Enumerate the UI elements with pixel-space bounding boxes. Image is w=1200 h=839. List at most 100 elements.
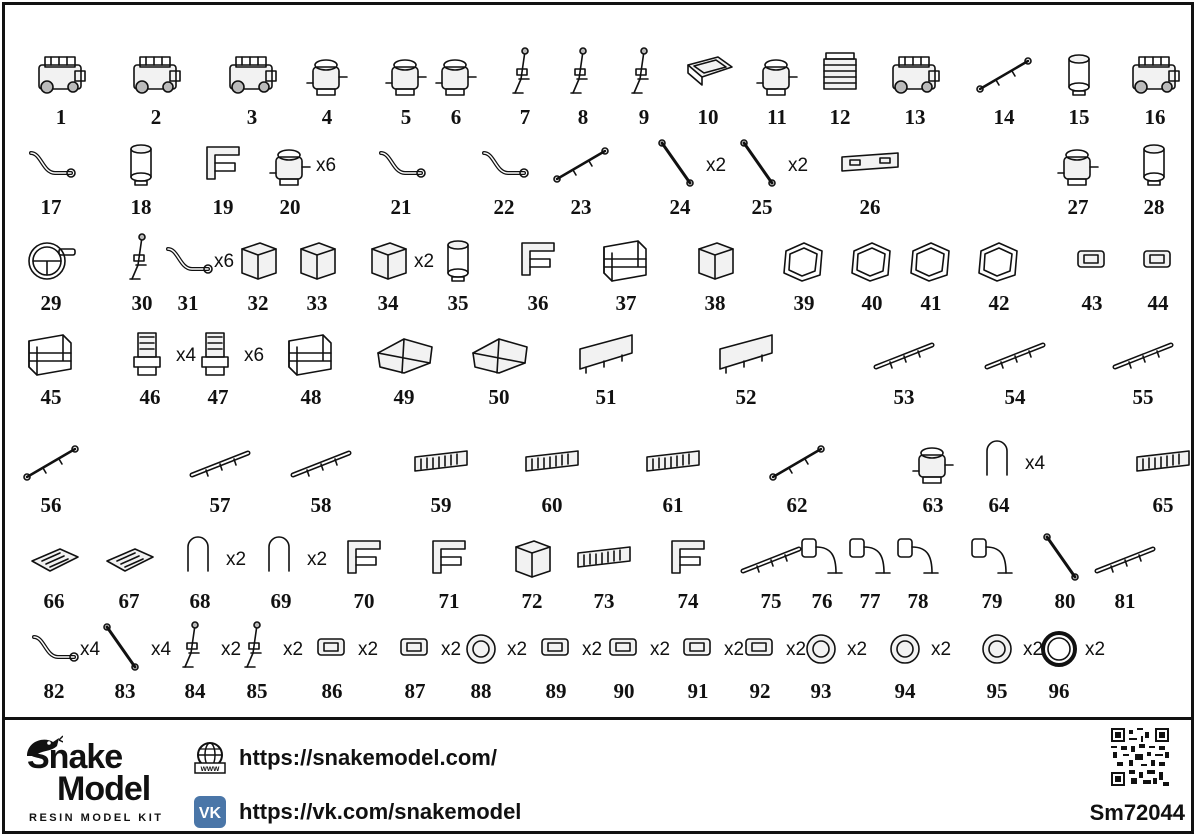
part-number: 20 xyxy=(279,195,301,219)
part-40: 40 xyxy=(842,229,902,319)
part-57: 57 xyxy=(189,431,251,521)
part-40-drawing xyxy=(851,242,891,282)
part-14-drawing xyxy=(976,57,1032,93)
part-quantity: x4 xyxy=(151,639,172,660)
part-number: 52 xyxy=(735,385,757,409)
part-43-drawing xyxy=(1077,250,1105,268)
part-28: 28 xyxy=(1124,133,1184,223)
part-number: 68 xyxy=(189,589,211,613)
part-47-drawing xyxy=(201,332,229,376)
part-number: 37 xyxy=(615,291,637,315)
part-number: 32 xyxy=(247,291,269,315)
part-20-drawing xyxy=(269,149,311,186)
part-62: 62 xyxy=(767,431,827,521)
part-91-drawing xyxy=(683,638,711,656)
part-96-drawing xyxy=(1041,631,1077,667)
part-49-drawing xyxy=(377,338,433,374)
part-55-drawing xyxy=(1112,342,1174,370)
part-4: 4 xyxy=(297,43,357,133)
part-number: 41 xyxy=(920,291,942,315)
part-quantity: x4 xyxy=(80,639,101,660)
part-18-drawing xyxy=(130,144,152,186)
part-63-drawing xyxy=(912,447,954,484)
part-number: 83 xyxy=(114,679,136,703)
part-number: 43 xyxy=(1081,291,1103,315)
part-quantity: x2 xyxy=(706,155,727,176)
part-number: 9 xyxy=(638,105,650,129)
part-number: 39 xyxy=(793,291,815,315)
part-number: 72 xyxy=(521,589,543,613)
part-quantity: x6 xyxy=(244,345,265,366)
part-quantity: x2 xyxy=(1023,639,1044,660)
part-87-drawing xyxy=(400,638,428,656)
vk-url[interactable]: https://vk.com/snakemodel xyxy=(239,799,522,824)
part-number: 12 xyxy=(829,105,851,129)
part-16: 16 xyxy=(1125,43,1185,133)
part-75: 75 xyxy=(740,527,802,617)
part-68-drawing xyxy=(187,536,209,572)
part-94-drawing xyxy=(890,634,920,664)
part-32: 32 xyxy=(228,229,288,319)
part-36-drawing xyxy=(521,242,555,276)
part-quantity: x2 xyxy=(307,549,328,570)
part-75-drawing xyxy=(740,546,802,574)
part-59: 59 xyxy=(411,431,471,521)
part-quantity: x2 xyxy=(1085,639,1106,660)
part-92-drawing xyxy=(745,638,773,656)
part-number: 58 xyxy=(310,493,332,517)
part-80-drawing xyxy=(1043,533,1079,581)
part-number: 17 xyxy=(40,195,62,219)
part-42-drawing xyxy=(978,242,1018,282)
part-number: 36 xyxy=(527,291,549,315)
part-76-drawing xyxy=(801,538,843,574)
part-number: 64 xyxy=(988,493,1010,517)
qr-code[interactable] xyxy=(1111,728,1169,786)
part-83-drawing xyxy=(103,623,139,671)
part-number: 30 xyxy=(131,291,153,315)
part-67: 67 xyxy=(99,527,159,617)
part-30: 30 xyxy=(112,229,172,319)
part-quantity: x2 xyxy=(786,639,807,660)
part-74-drawing xyxy=(671,540,705,574)
website-link-row[interactable]: www https://snakemodel.com/ xyxy=(193,740,497,776)
part-13: 13 xyxy=(885,43,945,133)
part-21: 21 xyxy=(371,133,431,223)
part-66-drawing xyxy=(31,548,79,572)
part-66: 66 xyxy=(24,527,84,617)
part-5: 5 xyxy=(376,43,436,133)
part-number: 18 xyxy=(130,195,152,219)
part-44: 44 xyxy=(1128,229,1188,319)
part-number: 28 xyxy=(1143,195,1165,219)
part-45: 45 xyxy=(21,323,81,413)
part-number: 25 xyxy=(751,195,773,219)
part-14: 14 xyxy=(974,43,1034,133)
part-number: 11 xyxy=(767,105,787,129)
part-number: 48 xyxy=(300,385,322,409)
part-70: 70 xyxy=(334,527,394,617)
part-11: 11 xyxy=(747,43,807,133)
part-57-drawing xyxy=(189,450,251,478)
part-quantity: x6 xyxy=(214,251,235,272)
snake-head-icon xyxy=(27,735,63,756)
vk-link-row[interactable]: VK https://vk.com/snakemodel xyxy=(193,794,521,830)
part-79: 79 xyxy=(962,527,1022,617)
part-24-drawing xyxy=(658,139,694,187)
part-number: 94 xyxy=(894,679,916,703)
part-4-drawing xyxy=(306,59,348,96)
part-number: 86 xyxy=(321,679,343,703)
part-number: 71 xyxy=(438,589,460,613)
part-number: 79 xyxy=(981,589,1003,613)
part-number: 61 xyxy=(662,493,684,517)
part-13-drawing xyxy=(892,56,940,94)
part-55: 55 xyxy=(1112,323,1174,413)
part-29: 29 xyxy=(21,229,81,319)
website-url[interactable]: https://snakemodel.com/ xyxy=(239,745,497,770)
